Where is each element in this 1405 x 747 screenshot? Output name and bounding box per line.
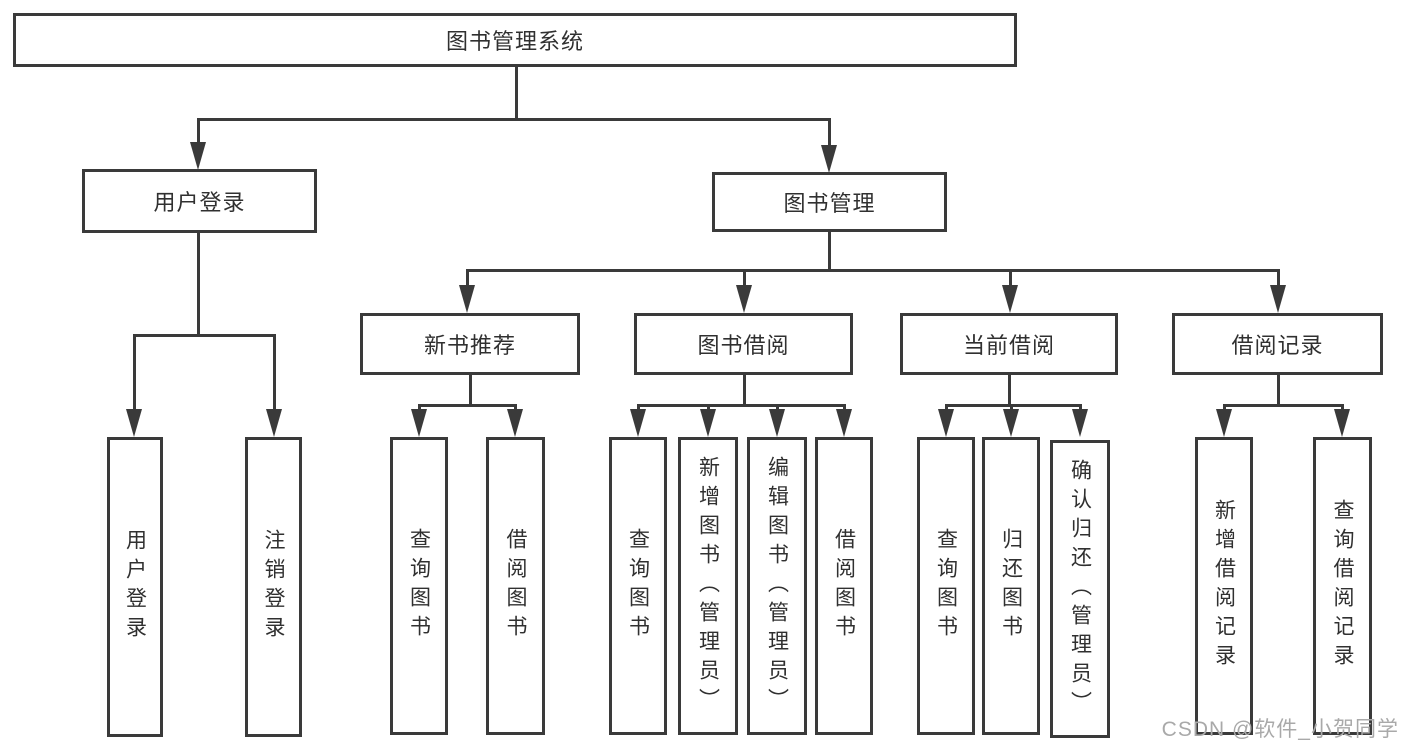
arrowhead-down xyxy=(507,409,523,437)
arrowhead-down xyxy=(266,409,282,437)
arrowhead-down xyxy=(459,285,475,313)
connector-line-v xyxy=(1009,269,1012,287)
arrowhead-down xyxy=(736,285,752,313)
node-book-borrow: 图书借阅 xyxy=(634,313,853,375)
connector-line-h xyxy=(197,118,831,121)
connector-line-v xyxy=(1277,374,1280,406)
leaf-add-books-admin: 新增图书（管理员） xyxy=(678,437,738,735)
node-user-login: 用户登录 xyxy=(82,169,317,233)
csdn-watermark: CSDN @软件_小贺同学 xyxy=(1161,718,1399,741)
arrowhead-down xyxy=(1002,285,1018,313)
arrowhead-down xyxy=(769,409,785,437)
arrowhead-down xyxy=(938,409,954,437)
leaf-user-login: 用户登录 xyxy=(107,437,163,737)
connector-line-v xyxy=(133,334,136,410)
connector-line-v xyxy=(828,230,831,272)
connector-line-h xyxy=(1223,404,1343,407)
connector-line-h xyxy=(418,404,516,407)
node-borrow-records: 借阅记录 xyxy=(1172,313,1383,375)
node-root-label: 图书管理系统 xyxy=(445,29,584,54)
node-root-system: 图书管理系统 xyxy=(13,13,1017,67)
node-new-book-recommend: 新书推荐 xyxy=(360,313,580,375)
leaf-query-borrow-record: 查询借阅记录 xyxy=(1313,437,1372,735)
node-current-borrow: 当前借阅 xyxy=(900,313,1118,375)
leaf-recommend-borrow-books: 借阅图书 xyxy=(486,437,545,735)
node-current-borrow-label: 当前借阅 xyxy=(962,333,1055,358)
arrowhead-down xyxy=(411,409,427,437)
connector-line-v xyxy=(1008,374,1011,406)
arrowhead-down xyxy=(821,145,837,173)
arrowhead-down xyxy=(1216,409,1232,437)
arrowhead-down xyxy=(126,409,142,437)
connector-line-v xyxy=(197,232,200,337)
connector-line-h xyxy=(466,269,1279,272)
arrowhead-down xyxy=(630,409,646,437)
node-borrow-records-label: 借阅记录 xyxy=(1231,333,1324,358)
connector-line-h xyxy=(637,404,845,407)
leaf-return-books: 归还图书 xyxy=(982,437,1040,735)
leaf-edit-books-admin: 编辑图书（管理员） xyxy=(747,437,807,735)
connector-line-v xyxy=(743,269,746,287)
connector-line-v xyxy=(1277,269,1280,287)
connector-line-h xyxy=(133,334,276,337)
connector-line-v xyxy=(273,334,276,410)
node-book-management-label: 图书管理 xyxy=(783,191,876,216)
leaf-add-borrow-record: 新增借阅记录 xyxy=(1195,437,1253,735)
arrowhead-down xyxy=(1003,409,1019,437)
arrowhead-down xyxy=(700,409,716,437)
arrowhead-down xyxy=(1270,285,1286,313)
node-book-borrow-label: 图书借阅 xyxy=(697,333,790,358)
arrowhead-down xyxy=(190,142,206,170)
node-user-login-label: 用户登录 xyxy=(153,190,246,215)
arrowhead-down xyxy=(1072,409,1088,437)
connector-line-v xyxy=(743,374,746,406)
connector-line-v xyxy=(469,374,472,406)
connector-line-v xyxy=(466,269,469,287)
leaf-borrow-borrow-books: 借阅图书 xyxy=(815,437,873,735)
leaf-current-query-books: 查询图书 xyxy=(917,437,975,735)
node-book-management: 图书管理 xyxy=(712,172,947,232)
connector-line-v xyxy=(828,118,831,148)
arrowhead-down xyxy=(836,409,852,437)
node-new-book-recommend-label: 新书推荐 xyxy=(423,333,516,358)
leaf-recommend-query-books: 查询图书 xyxy=(390,437,448,735)
connector-line-h xyxy=(945,404,1081,407)
leaf-logout: 注销登录 xyxy=(245,437,302,737)
arrowhead-down xyxy=(1334,409,1350,437)
connector-line-v xyxy=(515,66,518,120)
leaf-borrow-query-books: 查询图书 xyxy=(609,437,667,735)
leaf-confirm-return-admin: 确认归还（管理员） xyxy=(1050,440,1110,738)
connector-line-v xyxy=(197,118,200,146)
